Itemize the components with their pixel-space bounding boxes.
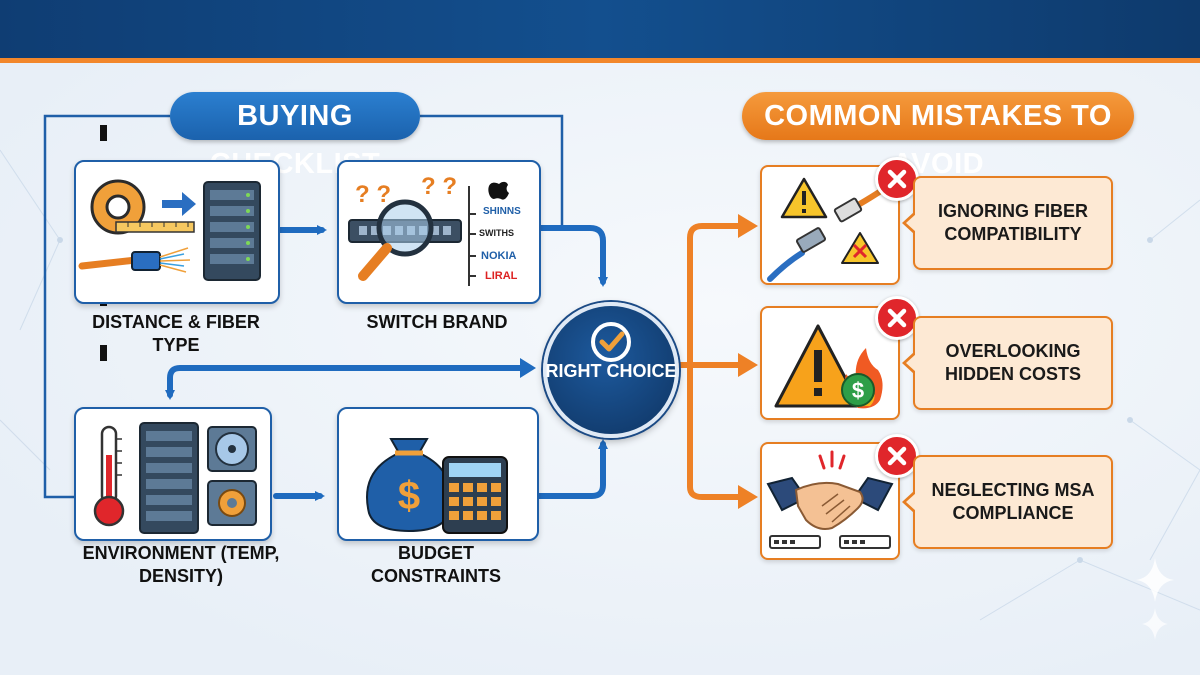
checkmark-icon (591, 322, 631, 362)
buying-checklist-title: BUYING CHECKLIST (170, 92, 420, 180)
brand-1: SHINNS (483, 206, 521, 217)
sparkle-icon (1136, 558, 1174, 640)
svg-text:? ?: ? ? (355, 181, 391, 208)
mistake-label-msa: NEGLECTING MSA COMPLIANCE (902, 455, 1113, 549)
checklist-card-switch-brand: ? ? ? ? SHINNS SWITHS NOKIA LIRAL (337, 160, 541, 304)
mistake-x-badge-3 (875, 434, 919, 478)
svg-text:? ?: ? ? (421, 173, 457, 200)
checklist-label-switch-brand: SWITCH BRAND (366, 312, 508, 332)
right-choice-circle (543, 302, 679, 438)
x-icon (887, 446, 907, 466)
handshake-conflict-icon (766, 450, 894, 549)
checklist-card-environment (74, 407, 272, 541)
brand-2: SWITHS (479, 228, 514, 238)
warning-fire-dollar-icon: $ (774, 324, 883, 409)
mistake-x-badge-2 (875, 296, 919, 340)
magnifier-switch-icon: ? ? ? ? (348, 173, 509, 286)
money-bag-calculator-icon: $ (366, 438, 508, 534)
checklist-label-distance: DISTANCE & FIBER TYPE (92, 312, 260, 355)
x-icon (887, 308, 907, 328)
common-mistakes-title: COMMON MISTAKES TO AVOID (742, 92, 1134, 180)
checklist-label-environment: ENVIRONMENT (TEMP, DENSITY) (82, 543, 280, 586)
right-choice-label: RIGHT CHOICE (545, 361, 677, 381)
top-accent-line (0, 58, 1200, 63)
mistake-label-fiber: IGNORING FIBER COMPATIBILITY (902, 176, 1113, 270)
svg-text:$: $ (398, 474, 420, 518)
mistake-x-badge-1 (875, 157, 919, 201)
mistake-label-costs: OVERLOOKING HIDDEN COSTS (902, 316, 1113, 410)
checklist-card-distance (74, 160, 280, 304)
top-banner (0, 0, 1200, 58)
checklist-card-budget: $ (337, 407, 539, 541)
x-icon (887, 169, 907, 189)
checklist-label-budget: BUDGET CONSTRAINTS (371, 543, 501, 586)
thermometer-server-icon (93, 422, 257, 534)
mistake-card-costs: $ (760, 306, 900, 420)
svg-text:$: $ (852, 378, 864, 403)
tape-measure-server-icon (78, 179, 261, 281)
brand-3: NOKIA (481, 250, 517, 262)
brand-4: LIRAL (485, 270, 518, 282)
